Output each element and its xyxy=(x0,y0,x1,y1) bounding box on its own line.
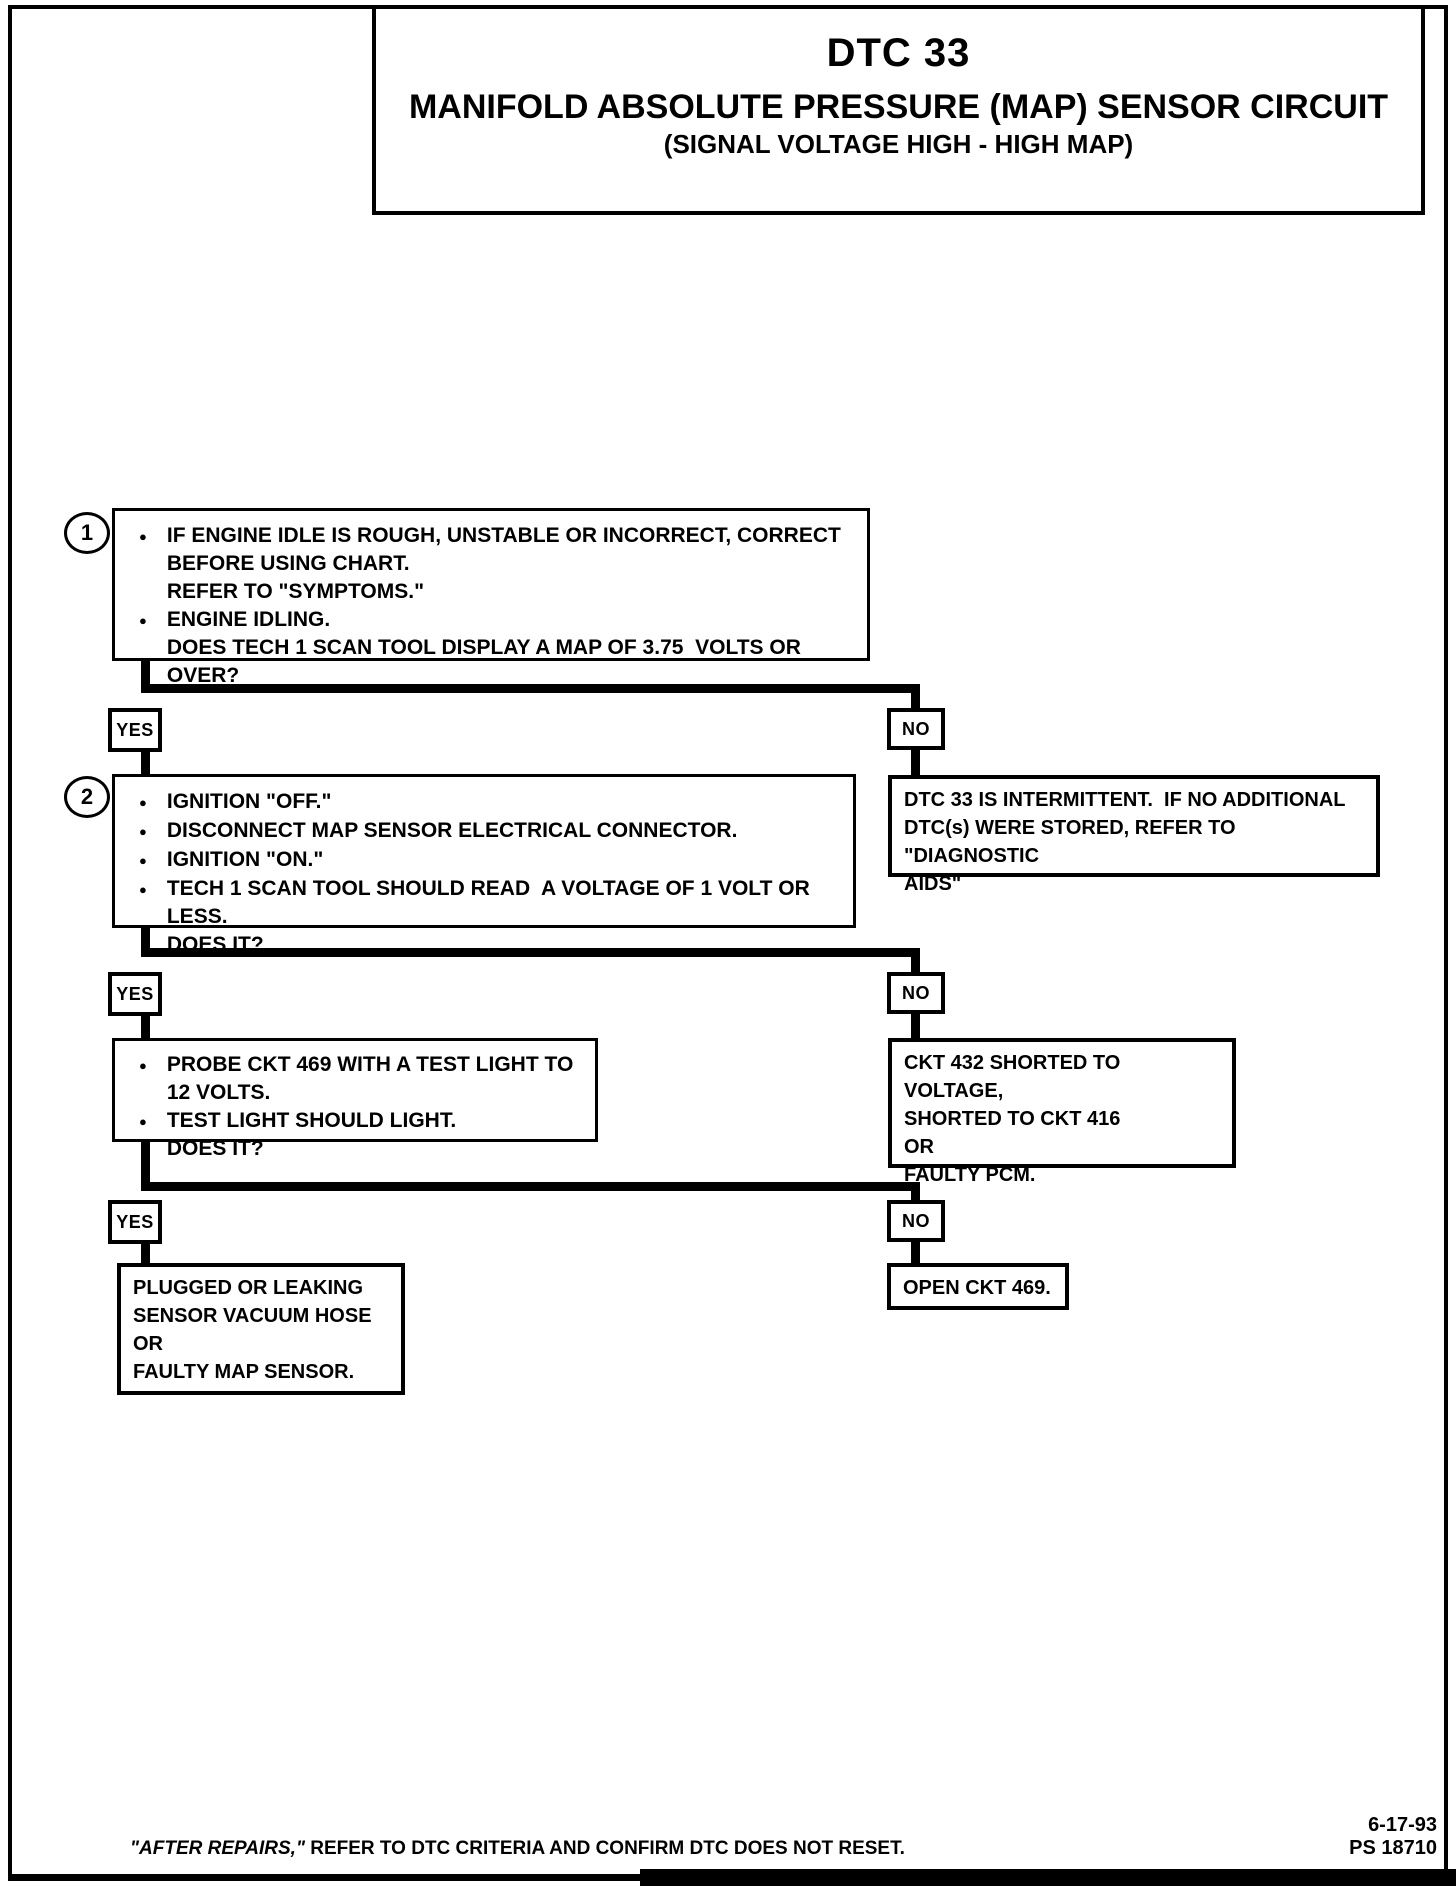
bullet-text: PROBE CKT 469 WITH A TEST LIGHT TO 12 VO… xyxy=(166,1053,580,1104)
bottom-black-bar xyxy=(640,1869,1456,1886)
step-3-bullets: PROBE CKT 469 WITH A TEST LIGHT TO 12 VO… xyxy=(115,1041,595,1163)
outcome-plugged-box: PLUGGED OR LEAKING SENSOR VACUUM HOSE OR… xyxy=(117,1263,405,1395)
bullet-text: IF ENGINE IDLE IS ROUGH, UNSTABLE OR INC… xyxy=(166,524,841,603)
dtc-code-title: DTC 33 xyxy=(826,31,971,75)
step-2-number: 2 xyxy=(64,776,110,818)
step-1-box: IF ENGINE IDLE IS ROUGH, UNSTABLE OR INC… xyxy=(112,508,870,687)
bullet-text: IGNITION "OFF." xyxy=(166,790,332,813)
circuit-title: MANIFOLD ABSOLUTE PRESSURE (MAP) SENSOR … xyxy=(408,88,1389,126)
bullet-item: PROBE CKT 469 WITH A TEST LIGHT TO 12 VO… xyxy=(139,1051,579,1107)
connector-line xyxy=(911,1182,920,1204)
outcome-ckt432-box: CKT 432 SHORTED TO VOLTAGE, SHORTED TO C… xyxy=(888,1038,1236,1186)
bullet-item: TEST LIGHT SHOULD LIGHT. DOES IT? xyxy=(139,1107,579,1163)
connector-line xyxy=(141,1140,150,1191)
connector-line xyxy=(141,948,920,957)
yes-label-text: YES xyxy=(116,1211,154,1232)
no-label-text: NO xyxy=(902,1210,930,1231)
connector-line xyxy=(141,752,150,776)
step-number-text: 1 xyxy=(80,520,94,545)
connector-line xyxy=(141,659,150,693)
step-number-text: 2 xyxy=(80,784,94,809)
bullet-text: ENGINE IDLING. DOES TECH 1 SCAN TOOL DIS… xyxy=(166,608,801,687)
yes-branch-label-3: YES xyxy=(108,1200,162,1244)
yes-label-text: YES xyxy=(116,983,154,1004)
bullet-text: TEST LIGHT SHOULD LIGHT. DOES IT? xyxy=(166,1109,457,1160)
connector-line xyxy=(911,684,920,712)
step-3-box: PROBE CKT 469 WITH A TEST LIGHT TO 12 VO… xyxy=(112,1038,598,1160)
no-label-text: NO xyxy=(902,718,930,739)
yes-label-text: YES xyxy=(116,719,154,740)
connector-line xyxy=(911,750,920,776)
connector-line xyxy=(141,1244,150,1264)
bullet-text: DISCONNECT MAP SENSOR ELECTRICAL CONNECT… xyxy=(166,819,738,842)
connector-line xyxy=(141,1016,150,1040)
bullet-item: IGNITION "OFF." xyxy=(139,788,837,817)
connector-line xyxy=(141,926,150,957)
doc-number: PS 18710 xyxy=(1349,1837,1437,1859)
bullet-item: ENGINE IDLING. DOES TECH 1 SCAN TOOL DIS… xyxy=(139,606,851,690)
bullet-item: IF ENGINE IDLE IS ROUGH, UNSTABLE OR INC… xyxy=(139,522,851,606)
connector-line xyxy=(911,1242,920,1264)
no-branch-label-1: NO xyxy=(887,708,945,750)
yes-branch-label-2: YES xyxy=(108,972,162,1016)
connector-line xyxy=(911,948,920,974)
title-block: DTC 33 MANIFOLD ABSOLUTE PRESSURE (MAP) … xyxy=(372,5,1425,215)
bullet-item: DISCONNECT MAP SENSOR ELECTRICAL CONNECT… xyxy=(139,817,837,846)
step-1-number: 1 xyxy=(64,512,110,554)
outcome-open-ckt-box: OPEN CKT 469. xyxy=(887,1263,1069,1310)
step-1-bullets: IF ENGINE IDLE IS ROUGH, UNSTABLE OR INC… xyxy=(115,511,867,690)
outcome-intermittent-box: DTC 33 IS INTERMITTENT. IF NO ADDITIONAL… xyxy=(888,775,1380,895)
connector-line xyxy=(141,684,920,693)
no-branch-label-2: NO xyxy=(887,972,945,1014)
step-2-bullets: IGNITION "OFF." DISCONNECT MAP SENSOR EL… xyxy=(115,777,853,959)
no-branch-label-3: NO xyxy=(887,1200,945,1242)
doc-info: 6-17-93 PS 18710 xyxy=(1290,1814,1437,1860)
step-2-box: IGNITION "OFF." DISCONNECT MAP SENSOR EL… xyxy=(112,774,856,956)
after-repairs-italic: "AFTER REPAIRS," xyxy=(130,1838,305,1859)
connector-line xyxy=(141,1182,920,1191)
doc-date: 6-17-93 xyxy=(1368,1814,1437,1836)
bullet-item: IGNITION "ON." xyxy=(139,846,837,875)
circuit-subtitle: (SIGNAL VOLTAGE HIGH - HIGH MAP) xyxy=(663,129,1134,159)
after-repairs-rest: REFER TO DTC CRITERIA AND CONFIRM DTC DO… xyxy=(304,1838,905,1859)
bullet-text: TECH 1 SCAN TOOL SHOULD READ A VOLTAGE O… xyxy=(166,877,810,956)
bullet-text: IGNITION "ON." xyxy=(166,848,324,871)
no-label-text: NO xyxy=(902,982,930,1003)
connector-line xyxy=(911,1014,920,1040)
bullet-item: TECH 1 SCAN TOOL SHOULD READ A VOLTAGE O… xyxy=(139,875,837,959)
yes-branch-label-1: YES xyxy=(108,708,162,752)
after-repairs-note: "AFTER REPAIRS," REFER TO DTC CRITERIA A… xyxy=(130,1838,905,1860)
